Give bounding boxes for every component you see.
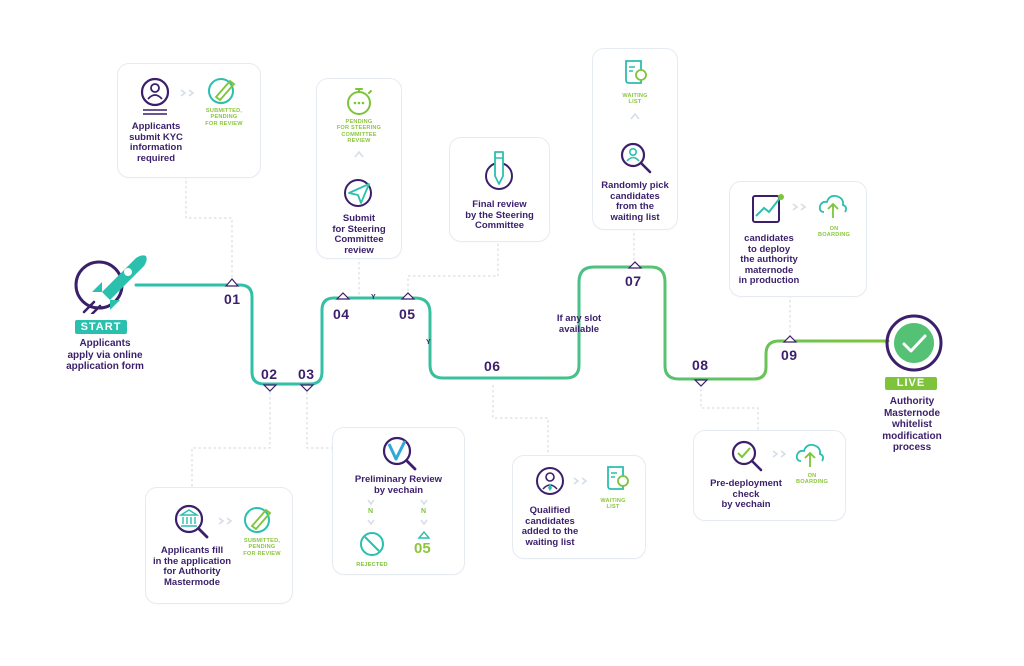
- card-fill: Applicants fill in the application for A…: [145, 487, 293, 604]
- marker-05: [400, 292, 416, 300]
- cloud-upload-icon: [795, 443, 825, 467]
- marker-08: [693, 379, 709, 387]
- card-qualified: Qualified candidates added to the waitin…: [512, 455, 646, 559]
- pencil-check-icon: [208, 78, 236, 104]
- marker-03: [299, 384, 315, 392]
- marker-icon: [417, 530, 431, 539]
- step-number-06: 06: [484, 358, 501, 374]
- live-badge: LIVE: [885, 377, 937, 390]
- chevrons-icon: [792, 203, 807, 211]
- qualified-text: Qualified candidates added to the waitin…: [521, 505, 579, 548]
- main-process-path: [134, 265, 890, 386]
- card-random: WAITING LIST Randomly pick candidates fr…: [592, 48, 678, 230]
- random-status: WAITING LIST: [622, 93, 648, 106]
- card-steering: PENDING FOR STEERING COMMITTEE REVIEW Su…: [316, 78, 402, 259]
- document-icon: [607, 466, 629, 490]
- live-check-icon: [885, 314, 943, 372]
- chevrons-icon: [180, 89, 195, 97]
- card-prelim: Preliminary Review by vechain N N REJECT…: [332, 427, 465, 575]
- marker-09: [782, 335, 798, 343]
- person-tie-icon: [536, 467, 564, 495]
- predeploy-text: Pre-deployment check by vechain: [710, 478, 782, 510]
- goto-05-label: 05: [414, 540, 431, 557]
- stopwatch-icon: [347, 88, 372, 115]
- arrow-down-icon: [420, 499, 428, 506]
- random-text: Randomly pick candidates from the waitin…: [601, 180, 669, 223]
- fill-text: Applicants fill in the application for A…: [152, 545, 232, 588]
- arrow-up-icon: [354, 150, 364, 158]
- marker-04: [335, 292, 351, 300]
- no-label-2: N: [421, 508, 427, 515]
- marker-07: [627, 261, 643, 269]
- paper-plane-icon: [344, 179, 372, 207]
- deploy-status: ON BOARDING: [817, 226, 851, 239]
- step-markers: [224, 261, 798, 392]
- step-number-04: 04: [333, 306, 350, 322]
- start-badge: START: [75, 320, 127, 334]
- vechain-search-icon: [382, 436, 417, 471]
- no-label-1: N: [368, 508, 374, 515]
- connector-03-prelim: [306, 392, 332, 449]
- step-number-03: 03: [298, 366, 315, 382]
- final-text: Final review by the Steering Committee: [465, 199, 534, 231]
- fill-status: SUBMITTED, PENDING FOR REVIEW: [243, 538, 281, 557]
- rocket-icon: [74, 255, 147, 314]
- card-kyc: Applicants submit KYC information requir…: [117, 63, 261, 178]
- bank-search-icon: [174, 504, 209, 539]
- qualified-status: WAITING LIST: [600, 498, 626, 511]
- search-check-icon: [731, 440, 763, 472]
- pencil-check-icon: [244, 507, 272, 533]
- arrow-up-icon: [630, 112, 640, 120]
- cloud-upload-icon: [818, 194, 848, 218]
- search-person-icon: [620, 142, 652, 174]
- deploy-text: candidates to deploy the authority mater…: [738, 233, 800, 286]
- marker-01: [224, 278, 240, 287]
- card-predeploy: Pre-deployment check by vechain ON BOARD…: [693, 430, 846, 521]
- connector-08-predeploy: [700, 384, 759, 430]
- rejected-label: REJECTED: [356, 562, 388, 568]
- rejected-icon: [360, 532, 384, 556]
- connector-06-qualified: [492, 385, 549, 455]
- chevrons-icon: [772, 450, 787, 458]
- predeploy-status: ON BOARDING: [795, 473, 829, 486]
- chevrons-icon: [573, 477, 588, 485]
- step-number-08: 08: [692, 357, 709, 373]
- arrow-down-icon: [367, 519, 375, 526]
- yes-label-04-05: Y: [371, 294, 376, 301]
- if-slot-label: If any slot available: [556, 313, 602, 335]
- kyc-text: Applicants submit KYC information requir…: [129, 121, 183, 164]
- steering-text: Submit for Steering Committee review: [332, 213, 386, 256]
- marker-02: [262, 384, 278, 392]
- connector-05-final: [407, 240, 499, 296]
- document-icon: [625, 60, 647, 84]
- connector-02-fill: [191, 392, 271, 487]
- pen-icon: [485, 151, 513, 190]
- live-text: Authority Masternode whitelist modificat…: [882, 396, 942, 453]
- arrow-down-icon: [420, 519, 428, 526]
- chart-icon: [752, 194, 784, 223]
- user-icon: [140, 77, 170, 115]
- prelim-text: Preliminary Review by vechain: [354, 474, 443, 496]
- step-number-07: 07: [625, 273, 642, 289]
- start-text: Applicants apply via online application …: [66, 338, 144, 372]
- connector-kyc-01: [185, 176, 233, 278]
- kyc-status: SUBMITTED, PENDING FOR REVIEW: [205, 108, 243, 127]
- step-number-05: 05: [399, 306, 416, 322]
- card-deploy: candidates to deploy the authority mater…: [729, 181, 867, 297]
- step-number-02: 02: [261, 366, 278, 382]
- dashed-connectors: [185, 176, 791, 487]
- step-number-09: 09: [781, 347, 798, 363]
- yes-label-05: Y: [426, 339, 431, 346]
- chevrons-icon: [218, 517, 233, 525]
- step-number-01: 01: [224, 291, 241, 307]
- steering-status: PENDING FOR STEERING COMMITTEE REVIEW: [336, 119, 382, 145]
- card-final: Final review by the Steering Committee: [449, 137, 550, 242]
- arrow-down-icon: [367, 499, 375, 506]
